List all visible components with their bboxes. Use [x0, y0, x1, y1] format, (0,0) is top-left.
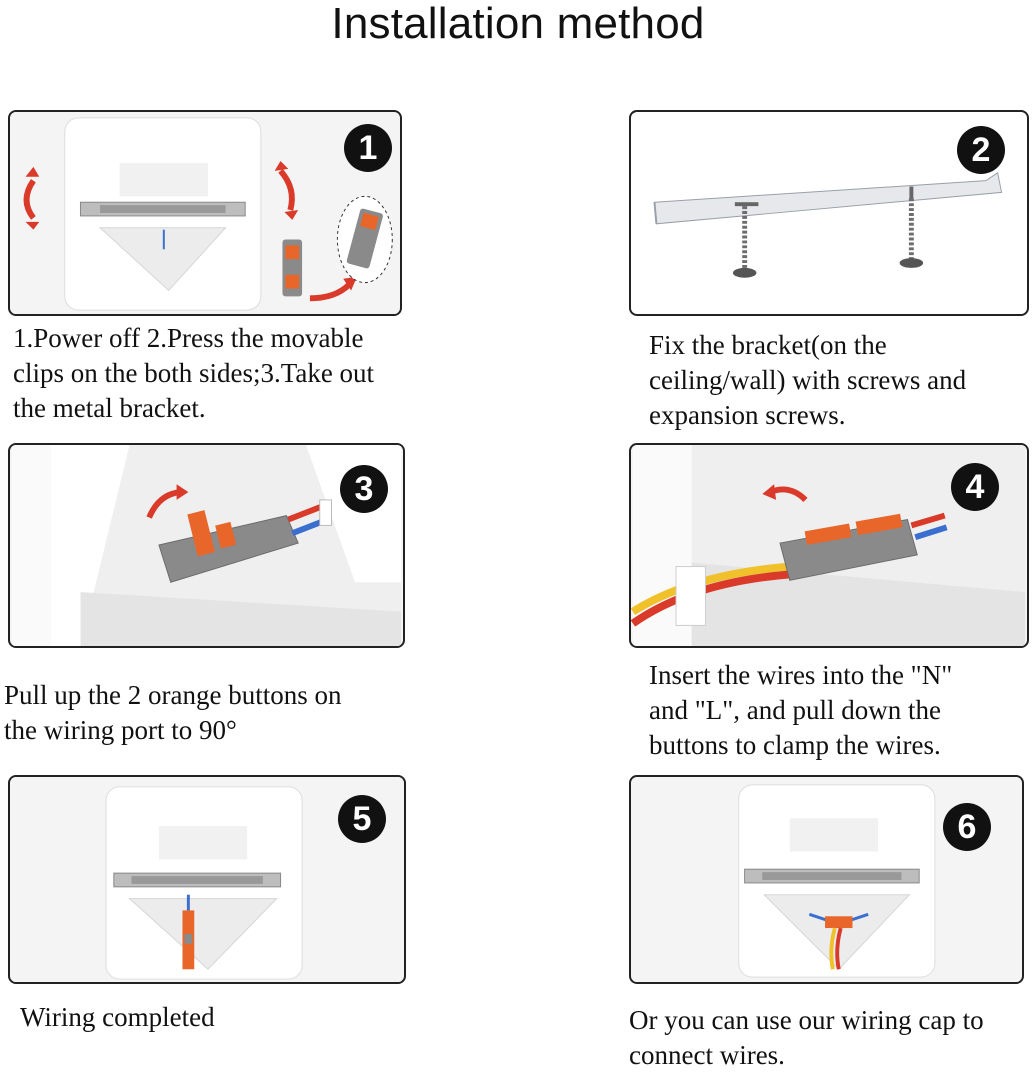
step-badge-5: 5	[338, 795, 386, 843]
step-badge-4: 4	[951, 463, 999, 511]
caption-line: Or you can use our wiring cap to	[629, 1005, 984, 1035]
caption-line: clips on the both sides;3.Take out	[13, 358, 375, 388]
step-badge-6: 6	[943, 803, 991, 851]
step-6-image: 6	[629, 775, 1024, 984]
caption-line: Insert the wires into the "N"	[649, 660, 953, 690]
caption-line: connect wires.	[629, 1040, 785, 1070]
step-4-image: 4	[629, 443, 1029, 648]
step-5-image: 5	[8, 775, 406, 984]
step-2-caption: Fix the bracket(on the ceiling/wall) wit…	[649, 328, 966, 433]
step-1-image: 1	[8, 110, 402, 316]
page-title: Installation method	[331, 0, 705, 48]
step-1-illustration	[11, 112, 399, 314]
step-1-caption: 1.Power off 2.Press the movable clips on…	[13, 321, 374, 426]
step-3-caption: Pull up the 2 orange buttons on the wiri…	[4, 678, 341, 748]
step-5-illustration	[11, 777, 403, 982]
caption-line: the wiring port to 90°	[4, 715, 237, 745]
step-3-image: 3	[8, 443, 405, 648]
caption-line: expansion screws.	[649, 400, 846, 430]
caption-line: Wiring completed	[20, 1002, 215, 1032]
step-3-illustration	[11, 445, 402, 646]
step-2-illustration	[653, 171, 1003, 278]
step-badge-1: 1	[344, 124, 392, 172]
step-2-image: 2	[629, 110, 1029, 316]
caption-line: the metal bracket.	[13, 393, 206, 423]
caption-line: ceiling/wall) with screws and	[649, 365, 967, 395]
caption-line: 1.Power off 2.Press the movable	[13, 323, 364, 353]
step-5-caption: Wiring completed	[20, 1000, 215, 1035]
caption-line: Fix the bracket(on the	[649, 330, 887, 360]
caption-line: buttons to clamp the wires.	[649, 730, 941, 760]
caption-line: Pull up the 2 orange buttons on	[4, 680, 342, 710]
step-badge-2: 2	[957, 126, 1005, 174]
caption-line: and "L", and pull down the	[649, 695, 941, 725]
step-6-caption: Or you can use our wiring cap to connect…	[629, 1003, 984, 1073]
step-4-caption: Insert the wires into the "N" and "L", a…	[649, 658, 952, 763]
step-badge-3: 3	[340, 465, 388, 513]
